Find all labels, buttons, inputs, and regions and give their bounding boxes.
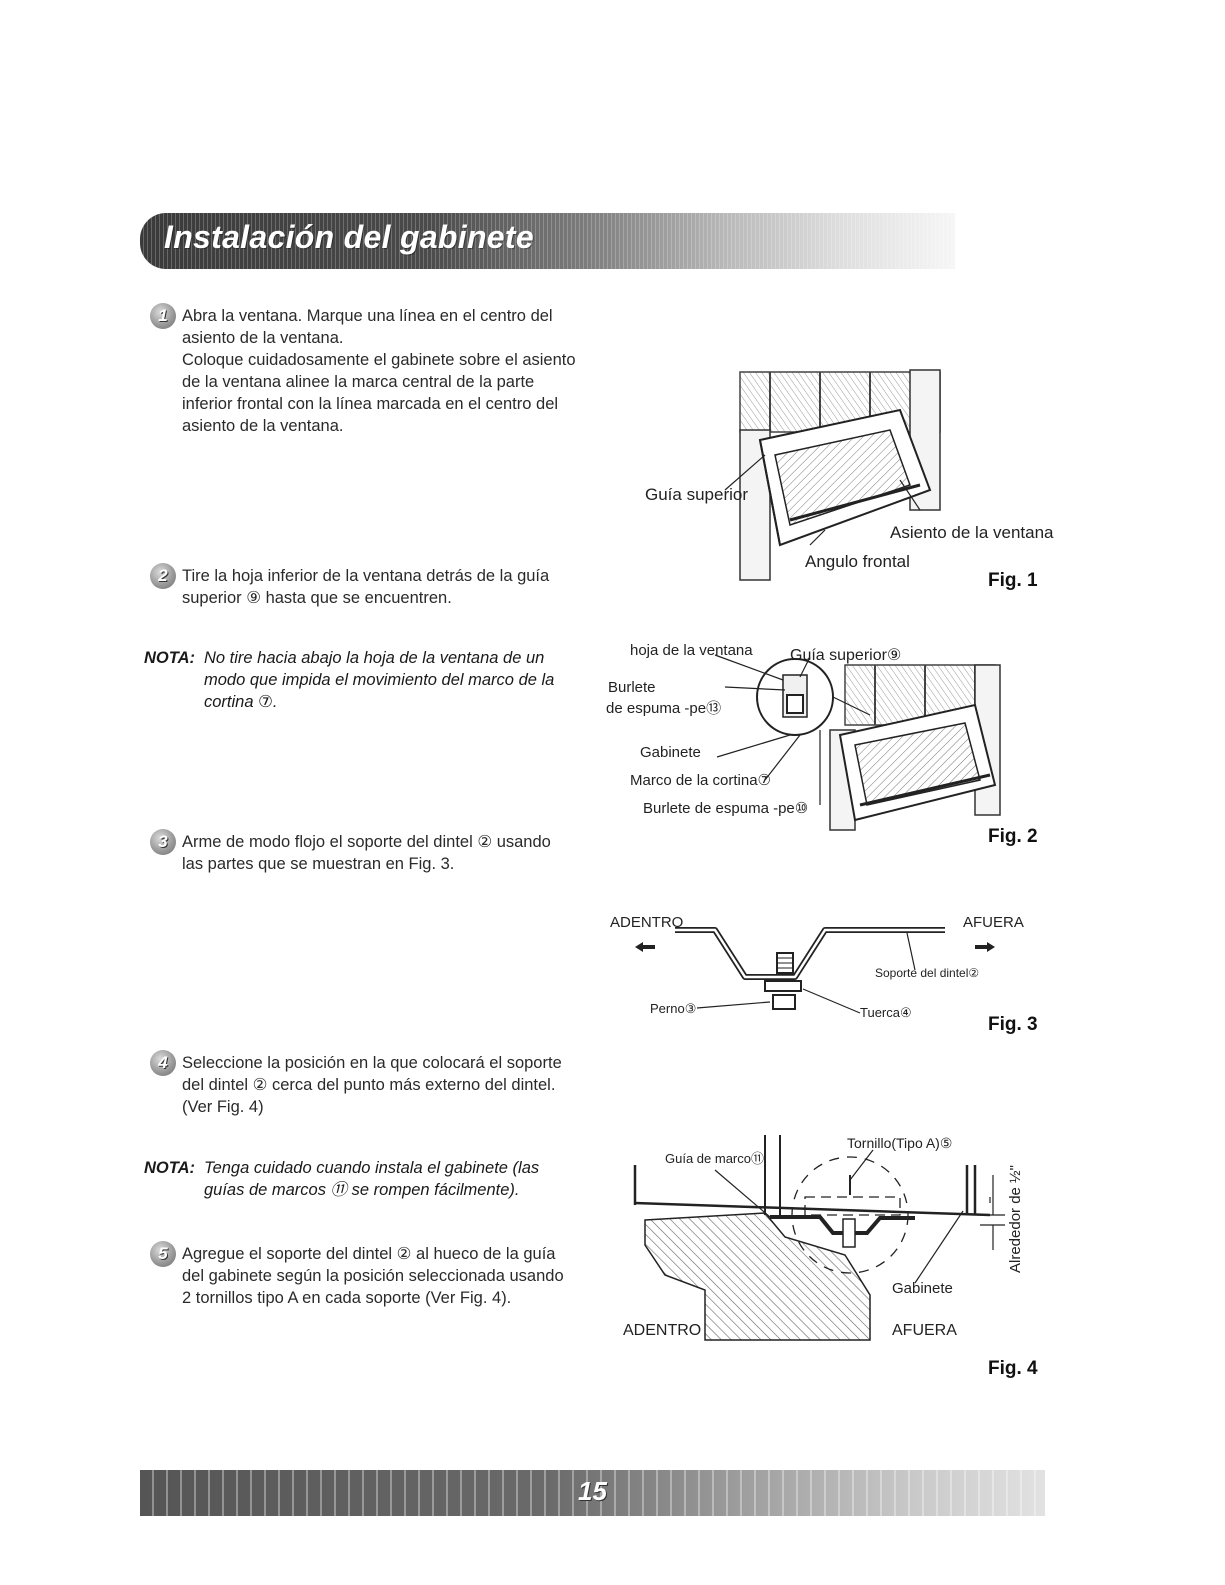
section-title: Instalación del gabinete bbox=[164, 219, 534, 255]
fig2-marco-label: Marco de la cortina⑦ bbox=[630, 772, 771, 789]
step-line: 2 tornillos tipo A en cada soporte (Ver … bbox=[182, 1289, 512, 1307]
fig2-guia-label: Guía superior⑨ bbox=[790, 647, 901, 664]
fig4-gabinete-label: Gabinete bbox=[892, 1280, 953, 1297]
figure-4-diagram: Guía de marco⑪ Tornillo(Tipo A)⑤ Gabinet… bbox=[623, 1135, 1024, 1341]
fig3-afuera-label: AFUERA bbox=[963, 914, 1024, 931]
step-line: del dintel ② cerca del punto más externo… bbox=[182, 1076, 556, 1094]
note-line: guías de marcos ⑪ se rompen fácilmente). bbox=[204, 1181, 520, 1199]
figure-1-diagram: Guía superior Asiento de la ventana Angu… bbox=[645, 369, 1054, 581]
fig4-afuera-label: AFUERA bbox=[892, 1322, 957, 1339]
note-line: cortina ⑦. bbox=[204, 693, 278, 711]
note-line: Tenga cuidado cuando instala el gabinete… bbox=[204, 1159, 540, 1177]
note-label: NOTA: bbox=[144, 649, 196, 667]
step-1-text: Abra la ventana. Marque una línea en el … bbox=[182, 305, 576, 437]
fig1-guia-superior-label: Guía superior bbox=[645, 485, 748, 504]
note-line: No tire hacia abajo la hoja de la ventan… bbox=[204, 649, 545, 667]
fig3-soporte-label: Soporte del dintel② bbox=[875, 966, 979, 980]
nut bbox=[764, 980, 802, 992]
fig-1-label: Fig. 1 bbox=[988, 570, 1038, 591]
step-line: las partes que se muestran en Fig. 3. bbox=[182, 855, 455, 873]
fig2-burlete-espuma-label: de espuma -pe⑬ bbox=[606, 700, 721, 717]
step-number-badge: 5 bbox=[150, 1241, 176, 1267]
fig2-hoja-label: hoja de la ventana bbox=[630, 642, 753, 659]
step-line: asiento de la ventana. bbox=[182, 417, 344, 435]
figure-2-diagram: hoja de la ventana Guía superior⑨ Burlet… bbox=[606, 642, 1001, 831]
step-line: asiento de la ventana. bbox=[182, 329, 344, 347]
step-line: Arme de modo flojo el soporte del dintel… bbox=[182, 833, 551, 851]
fig3-tuerca-label: Tuerca④ bbox=[860, 1005, 912, 1020]
step-line: inferior frontal con la línea marcada en… bbox=[182, 395, 559, 413]
step-line: Abra la ventana. Marque una línea en el … bbox=[182, 307, 553, 325]
step-line: Coloque cuidadosamente el gabinete sobre… bbox=[182, 351, 576, 369]
step-number-badge: 3 bbox=[150, 829, 176, 855]
arrow-right-icon bbox=[975, 942, 995, 952]
fig3-adentro-label: ADENTRO bbox=[610, 914, 683, 931]
figure-3-diagram: ADENTRO AFUERA Soporte del dintel② Perno… bbox=[610, 914, 1024, 1020]
note-1-text: No tire hacia abajo la hoja de la ventan… bbox=[204, 647, 554, 713]
step-line: Agregue el soporte del dintel ② al hueco… bbox=[182, 1245, 556, 1263]
cabinet-base bbox=[634, 1201, 991, 1217]
step-line: Seleccione la posición en la que colocar… bbox=[182, 1054, 562, 1072]
fig1-asiento-label: Asiento de la ventana bbox=[890, 523, 1054, 542]
step-number-badge: 2 bbox=[150, 563, 176, 589]
footer-bar: 15 bbox=[140, 1470, 1045, 1516]
window-sill bbox=[644, 1212, 871, 1341]
footer-texture bbox=[140, 1470, 1045, 1516]
step-5-text: Agregue el soporte del dintel ② al hueco… bbox=[182, 1243, 564, 1309]
step-4-text: Seleccione la posición en la que colocar… bbox=[182, 1052, 562, 1118]
cabinet-interior bbox=[774, 429, 911, 526]
fig1-angulo-label: Angulo frontal bbox=[805, 552, 910, 571]
detail-circle bbox=[791, 1156, 909, 1274]
fig-2-label: Fig. 2 bbox=[988, 826, 1038, 847]
fig4-guia-marco-label: Guía de marco⑪ bbox=[665, 1151, 764, 1166]
step-number-badge: 4 bbox=[150, 1050, 176, 1076]
fig-4-label: Fig. 4 bbox=[988, 1358, 1038, 1379]
fig4-adentro-label: ADENTRO bbox=[623, 1322, 701, 1339]
note-label: NOTA: bbox=[144, 1159, 196, 1177]
step-2-text: Tire la hoja inferior de la ventana detr… bbox=[182, 565, 549, 609]
step-line: de la ventana alinee la marca central de… bbox=[182, 373, 535, 391]
fig2-gabinete-label: Gabinete bbox=[640, 744, 701, 761]
section-banner: Instalación del gabinete bbox=[140, 213, 955, 269]
banner-texture bbox=[140, 213, 955, 269]
fig-3-label: Fig. 3 bbox=[988, 1014, 1038, 1035]
fig4-alrededor-label: Alrededor de ½" bbox=[1007, 1165, 1024, 1273]
fig2-burlete2-label: Burlete de espuma -pe⑩ bbox=[643, 800, 808, 817]
fig4-tornillo-label: Tornillo(Tipo A)⑤ bbox=[847, 1135, 952, 1151]
step-line: (Ver Fig. 4) bbox=[182, 1098, 264, 1116]
fig3-perno-label: Perno③ bbox=[650, 1001, 696, 1016]
note-line: modo que impida el movimiento del marco … bbox=[204, 671, 555, 689]
step-line: superior ⑨ hasta que se encuentren. bbox=[182, 589, 452, 607]
arrow-left-icon bbox=[635, 942, 655, 952]
step-line: Tire la hoja inferior de la ventana detr… bbox=[182, 567, 550, 585]
step-3-text: Arme de modo flojo el soporte del dintel… bbox=[182, 831, 551, 875]
fig2-burlete-label: Burlete bbox=[608, 679, 656, 696]
step-number-badge: 1 bbox=[150, 303, 176, 329]
note-2-text: Tenga cuidado cuando instala el gabinete… bbox=[204, 1157, 539, 1201]
page-number: 15 bbox=[578, 1476, 607, 1506]
step-line: del gabinete según la posición seleccion… bbox=[182, 1267, 564, 1285]
